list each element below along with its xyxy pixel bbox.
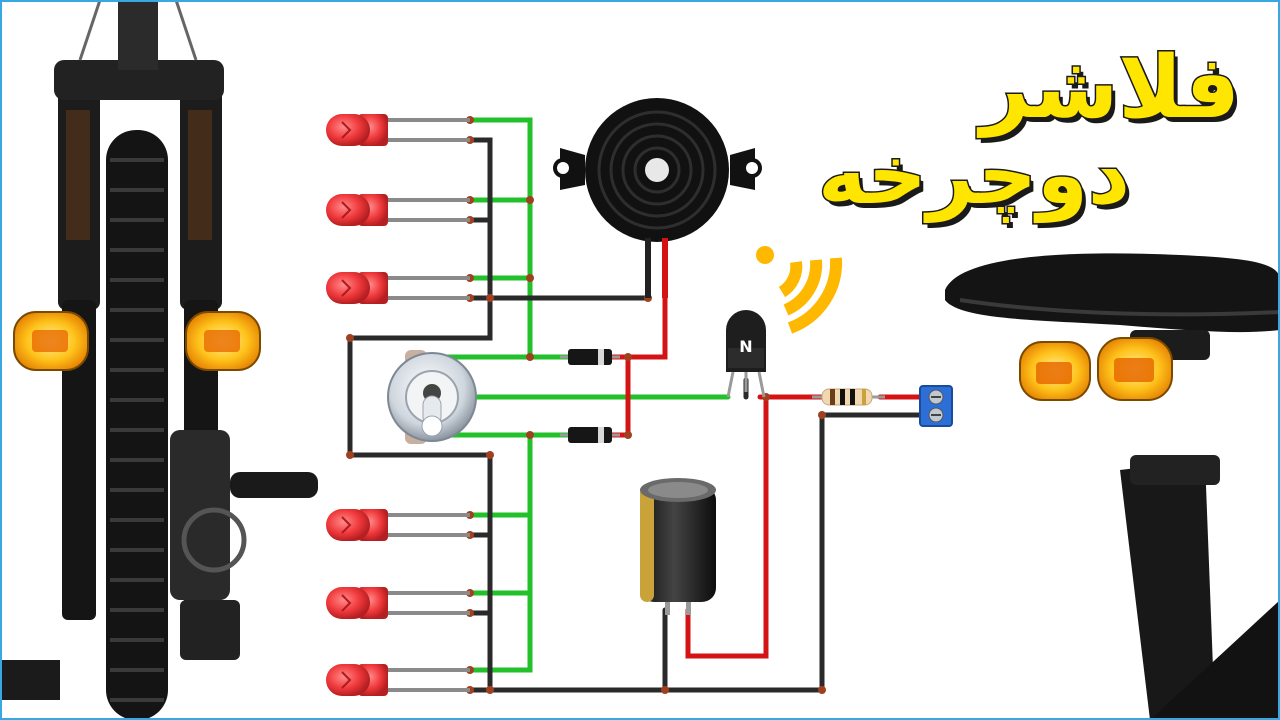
capacitor-icon bbox=[640, 478, 716, 615]
toggle-switch-icon bbox=[387, 350, 477, 444]
diode-icon bbox=[560, 349, 620, 365]
led-icon bbox=[326, 114, 470, 146]
led-icon bbox=[326, 194, 470, 226]
led-icon bbox=[326, 272, 470, 304]
diode-icon bbox=[560, 427, 620, 443]
led-icon bbox=[326, 587, 470, 619]
resistor-icon bbox=[812, 388, 885, 406]
transistor-label: N bbox=[739, 337, 752, 356]
led-icon bbox=[326, 664, 470, 696]
wireless-signal-icon bbox=[756, 246, 843, 334]
led-group bbox=[326, 114, 470, 696]
led-icon bbox=[326, 509, 470, 541]
transistor-icon: N bbox=[726, 310, 766, 398]
buzzer-icon bbox=[553, 98, 762, 298]
title-line-2: دوچرخه bbox=[817, 127, 1132, 225]
title-line-1: فلاشر bbox=[979, 37, 1242, 140]
bicycle-front-photo bbox=[0, 0, 318, 720]
bicycle-seat-photo bbox=[945, 253, 1280, 720]
terminal-block-icon bbox=[919, 385, 953, 427]
